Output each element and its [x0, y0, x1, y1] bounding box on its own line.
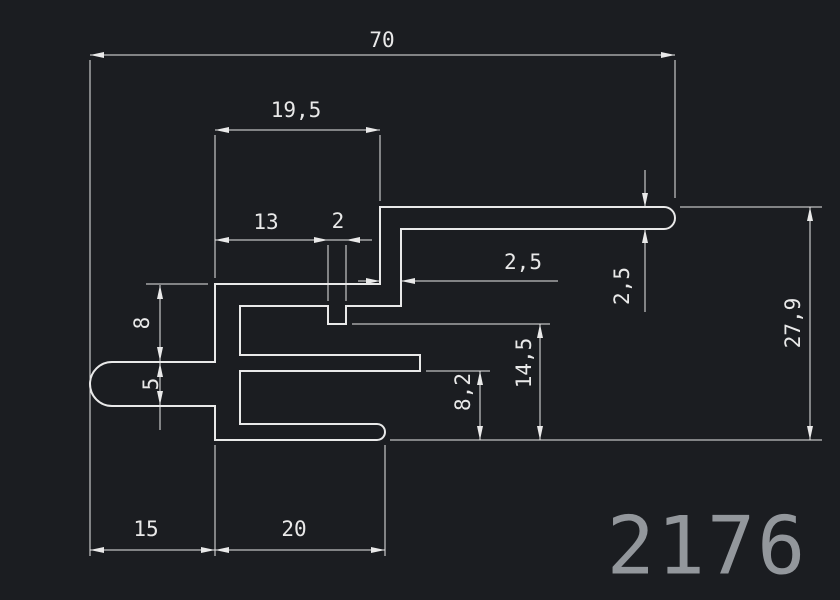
dim-label-bottom-arm-length: 20 [281, 517, 306, 541]
part-number: 2176 [607, 500, 808, 593]
dim-label-overall-width: 70 [369, 28, 394, 52]
dimension-arrowheads [90, 52, 813, 553]
profile-outline [89, 206, 676, 441]
dim-label-finger-height: 5 [139, 378, 163, 391]
dim-label-web-thickness: 2,5 [504, 250, 542, 274]
dim-label-mid-slot-height: 14,5 [512, 338, 536, 389]
dim-label-upper-step-height: 8 [130, 317, 154, 330]
dim-label-lower-slot-height: 8,2 [451, 373, 475, 411]
dim-label-upper-arm-offset: 19,5 [271, 98, 322, 122]
dim-label-notch-width: 2 [332, 209, 345, 233]
extension-lines [89, 60, 822, 556]
dim-label-upper-arm-thickness: 2,5 [610, 267, 634, 305]
dim-label-notch-offset: 13 [253, 210, 278, 234]
dim-label-overall-height: 27,9 [781, 298, 805, 349]
dim-label-finger-length: 15 [133, 517, 158, 541]
